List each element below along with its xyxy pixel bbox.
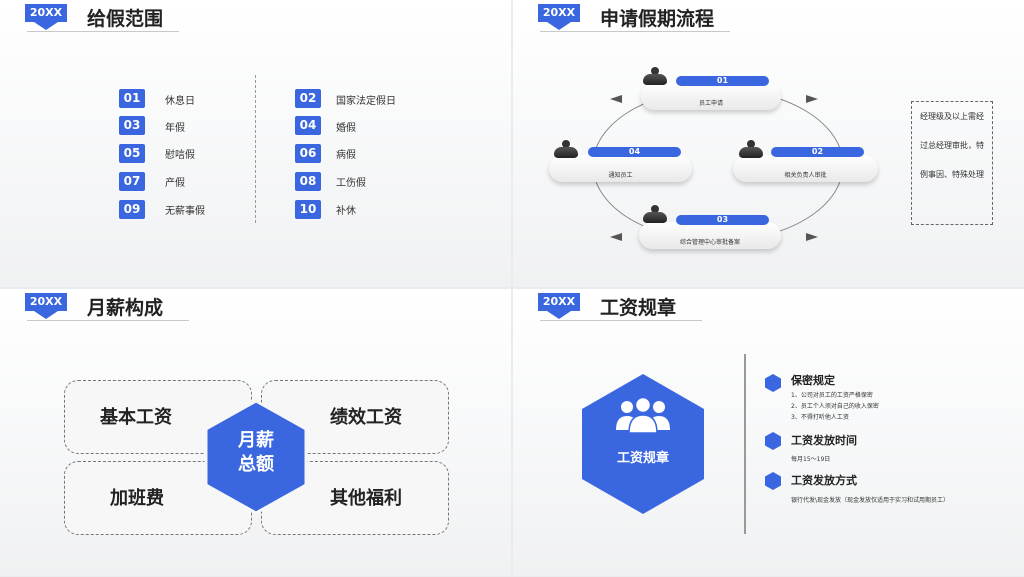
rule-title: 工资发放方式: [791, 474, 857, 487]
rule-title: 保密规定: [791, 374, 835, 387]
salary-component: 基本工资: [100, 407, 172, 428]
slide-salary-composition: 20XX 月薪构成 基本工资 绩效工资 加班费 其他福利 月薪 总额: [0, 289, 511, 576]
step-pill: 相关负责人审批: [733, 155, 878, 182]
item-number: 02: [295, 89, 321, 108]
hex-bullet-icon: [765, 374, 781, 392]
item-number: 03: [119, 116, 145, 135]
title-underline: [27, 320, 189, 321]
item-label: 年假: [165, 123, 185, 134]
step-number: 04: [588, 147, 681, 157]
title-underline: [540, 31, 730, 32]
slide-leave-process: 20XX 申请假期流程 员工申请 01 相关负责人审批 02 综合管理中心审批备…: [513, 0, 1024, 287]
year-tag: 20XX: [538, 293, 580, 319]
salary-component: 加班费: [110, 488, 164, 509]
vertical-divider: [744, 354, 746, 534]
item-number: 04: [295, 116, 321, 135]
person-icon: [739, 140, 763, 160]
rule-line: 2、员工个人须对自己的收入保密: [791, 403, 879, 410]
slide-leave-scope: 20XX 给假范围 01 休息日 03 年假 05 慰唁假 07 产假 09 无…: [0, 0, 511, 287]
item-label: 病假: [336, 150, 356, 161]
step-pill: 通知员工: [549, 155, 692, 182]
slide-title: 申请假期流程: [600, 8, 715, 30]
title-underline: [540, 320, 702, 321]
approval-note: 经理级及以上需经 过总经理审批，特 例事因、特殊处理: [911, 101, 993, 225]
item-label: 慰唁假: [165, 150, 195, 161]
arrow-icon: [806, 233, 818, 241]
rules-hexagon: [582, 374, 704, 514]
year-tag: 20XX: [538, 4, 580, 30]
item-label: 产假: [165, 178, 185, 189]
center-hexagon: [204, 399, 308, 515]
arrow-icon: [610, 233, 622, 241]
column-divider: [255, 75, 256, 223]
person-icon: [554, 140, 578, 160]
step-pill: 员工申请: [641, 83, 781, 110]
item-label: 无薪事假: [165, 206, 205, 217]
rule-line: 1、公司对员工的工资严格保密: [791, 392, 873, 399]
person-icon: [643, 205, 667, 225]
item-label: 补休: [336, 206, 356, 217]
salary-component: 其他福利: [330, 488, 402, 509]
item-label: 休息日: [165, 96, 195, 107]
item-number: 06: [295, 144, 321, 163]
year-tag: 20XX: [25, 4, 67, 30]
rule-line: 银行代发\现金发放（现金发放仅适用于实习和试用期员工）: [791, 497, 950, 504]
hex-bullet-icon: [765, 472, 781, 490]
step-number: 02: [771, 147, 864, 157]
item-label: 婚假: [336, 123, 356, 134]
salary-component: 绩效工资: [330, 407, 402, 428]
arrow-icon: [806, 95, 818, 103]
item-number: 07: [119, 172, 145, 191]
item-label: 工伤假: [336, 178, 366, 189]
item-number: 10: [295, 200, 321, 219]
rule-line: 每月15～19日: [791, 456, 831, 463]
hex-bullet-icon: [765, 432, 781, 450]
item-label: 国家法定假日: [336, 96, 396, 107]
title-underline: [27, 31, 179, 32]
rule-title: 工资发放时间: [791, 434, 857, 447]
center-label: 月薪 总额: [238, 430, 274, 475]
people-icon: [616, 396, 670, 434]
arrow-icon: [610, 95, 622, 103]
item-number: 01: [119, 89, 145, 108]
slide-salary-rules: 20XX 工资规章 工资规章 保密规定 1、公司对员工的工资严格保密 2、员工个…: [513, 289, 1024, 576]
item-number: 09: [119, 200, 145, 219]
item-number: 08: [295, 172, 321, 191]
step-number: 03: [676, 215, 769, 225]
step-number: 01: [676, 76, 769, 86]
year-tag: 20XX: [25, 293, 67, 319]
slide-title: 给假范围: [87, 8, 164, 30]
hex-label: 工资规章: [616, 451, 669, 466]
rule-line: 3、不得打听他人工资: [791, 414, 849, 421]
step-pill: 综合管理中心审批备案: [639, 222, 781, 249]
slide-title: 月薪构成: [87, 297, 164, 319]
item-number: 05: [119, 144, 145, 163]
slide-title: 工资规章: [600, 297, 677, 319]
person-icon: [643, 67, 667, 87]
